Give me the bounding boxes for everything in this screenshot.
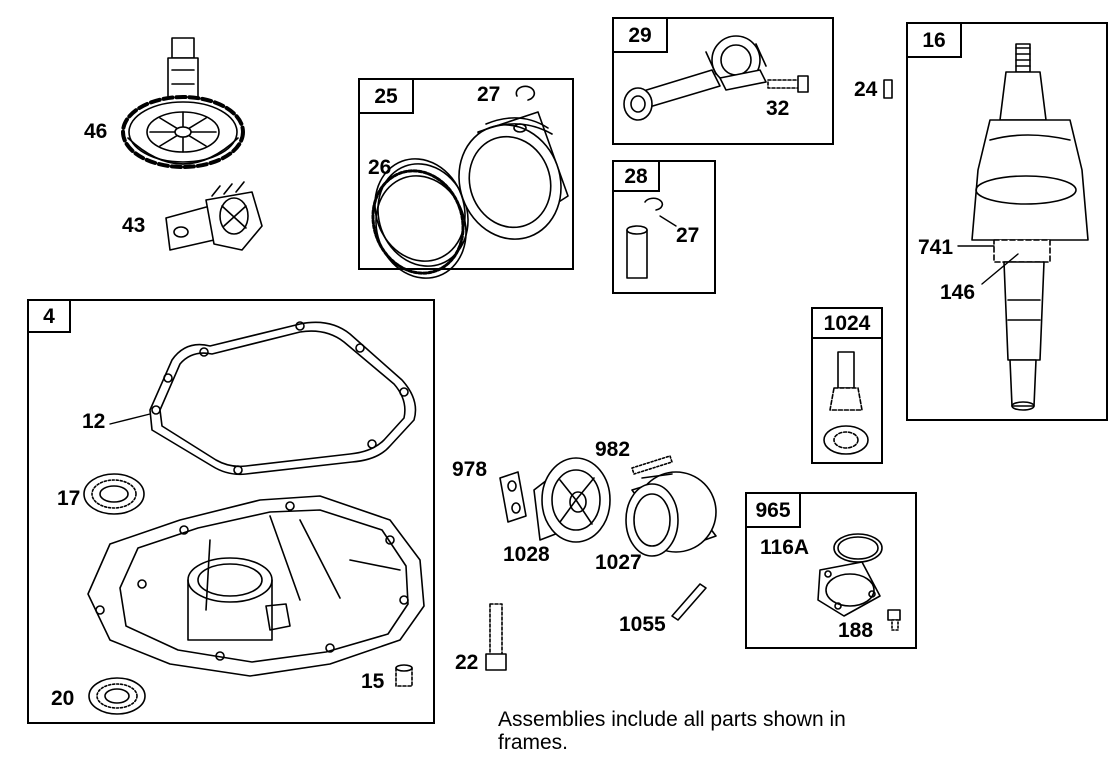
frame-tag-1024: 1024 xyxy=(811,307,883,339)
oil-filter-art xyxy=(625,471,717,557)
frame-tag-965: 965 xyxy=(745,492,801,528)
oil-seal-art xyxy=(83,473,145,515)
callout-1055: 1055 xyxy=(619,613,666,636)
callout-46: 46 xyxy=(84,120,108,143)
adapter-gasket-hole1 xyxy=(507,480,517,492)
piston-pin-clip-art xyxy=(515,85,536,101)
frame-4 xyxy=(27,299,435,724)
callout-20: 20 xyxy=(51,687,75,710)
callout-32: 32 xyxy=(766,97,790,120)
piston-pin-art xyxy=(626,225,648,279)
callout-1027: 1027 xyxy=(595,551,642,574)
callout-26: 26 xyxy=(368,156,392,179)
gear-assembly-art xyxy=(823,351,869,455)
footer-note-line2: frames. xyxy=(498,731,569,754)
callout-1028: 1028 xyxy=(503,543,550,566)
long-bolt-art xyxy=(485,603,507,671)
callout-188: 188 xyxy=(838,619,874,642)
callout-24: 24 xyxy=(854,78,878,101)
rod-bolt-art xyxy=(767,75,809,93)
leader-27 xyxy=(659,215,677,227)
frame-29 xyxy=(612,17,834,145)
frame-965 xyxy=(745,492,917,649)
frame-tag-16: 16 xyxy=(906,22,962,58)
sump-art xyxy=(87,495,425,677)
leader-12 xyxy=(109,413,151,425)
frame-25 xyxy=(358,78,574,270)
leader-146 xyxy=(981,253,1019,285)
callout-17: 17 xyxy=(57,487,81,510)
frame-tag-25: 25 xyxy=(358,78,414,114)
footer-note-line1: Assemblies include all parts shown in xyxy=(498,708,846,731)
cover-art xyxy=(817,561,881,617)
callout-12: 12 xyxy=(82,410,106,433)
adapter-gasket-art xyxy=(499,471,527,523)
plug-art xyxy=(395,664,413,687)
cover-screw-art xyxy=(887,609,901,631)
connecting-rod-art xyxy=(623,35,767,121)
callout-22: 22 xyxy=(455,651,479,674)
clip-art xyxy=(644,197,664,211)
key-art xyxy=(883,79,893,99)
frame-tag-28: 28 xyxy=(612,160,660,192)
callout-43: 43 xyxy=(122,214,146,237)
frame-tag-29: 29 xyxy=(612,17,668,53)
frame-28 xyxy=(612,160,716,294)
crankshaft-art xyxy=(971,43,1089,411)
governor-art xyxy=(165,181,263,251)
callout-27-pin: 27 xyxy=(676,224,700,247)
filter-adapter-art xyxy=(533,457,611,543)
o-ring-inner-art xyxy=(837,536,879,560)
callout-978: 978 xyxy=(452,458,488,481)
adapter-bolt-art xyxy=(631,455,673,475)
frame-tag-4: 4 xyxy=(27,299,71,333)
tube-art xyxy=(671,583,707,621)
seal-bottom-art xyxy=(88,677,146,715)
callout-982: 982 xyxy=(595,438,631,461)
frame-16 xyxy=(906,22,1108,421)
callout-15: 15 xyxy=(361,670,385,693)
gasket-art xyxy=(149,321,417,476)
cam-gear-art xyxy=(121,37,245,169)
footer-note: Assemblies include all parts shown in fr… xyxy=(498,708,846,754)
adapter-gasket-hole2 xyxy=(511,502,521,514)
callout-27-top: 27 xyxy=(477,83,501,106)
piston-art xyxy=(458,111,569,240)
callout-116A: 116A xyxy=(760,536,810,559)
callout-741: 741 xyxy=(918,236,954,259)
callout-146: 146 xyxy=(940,281,976,304)
